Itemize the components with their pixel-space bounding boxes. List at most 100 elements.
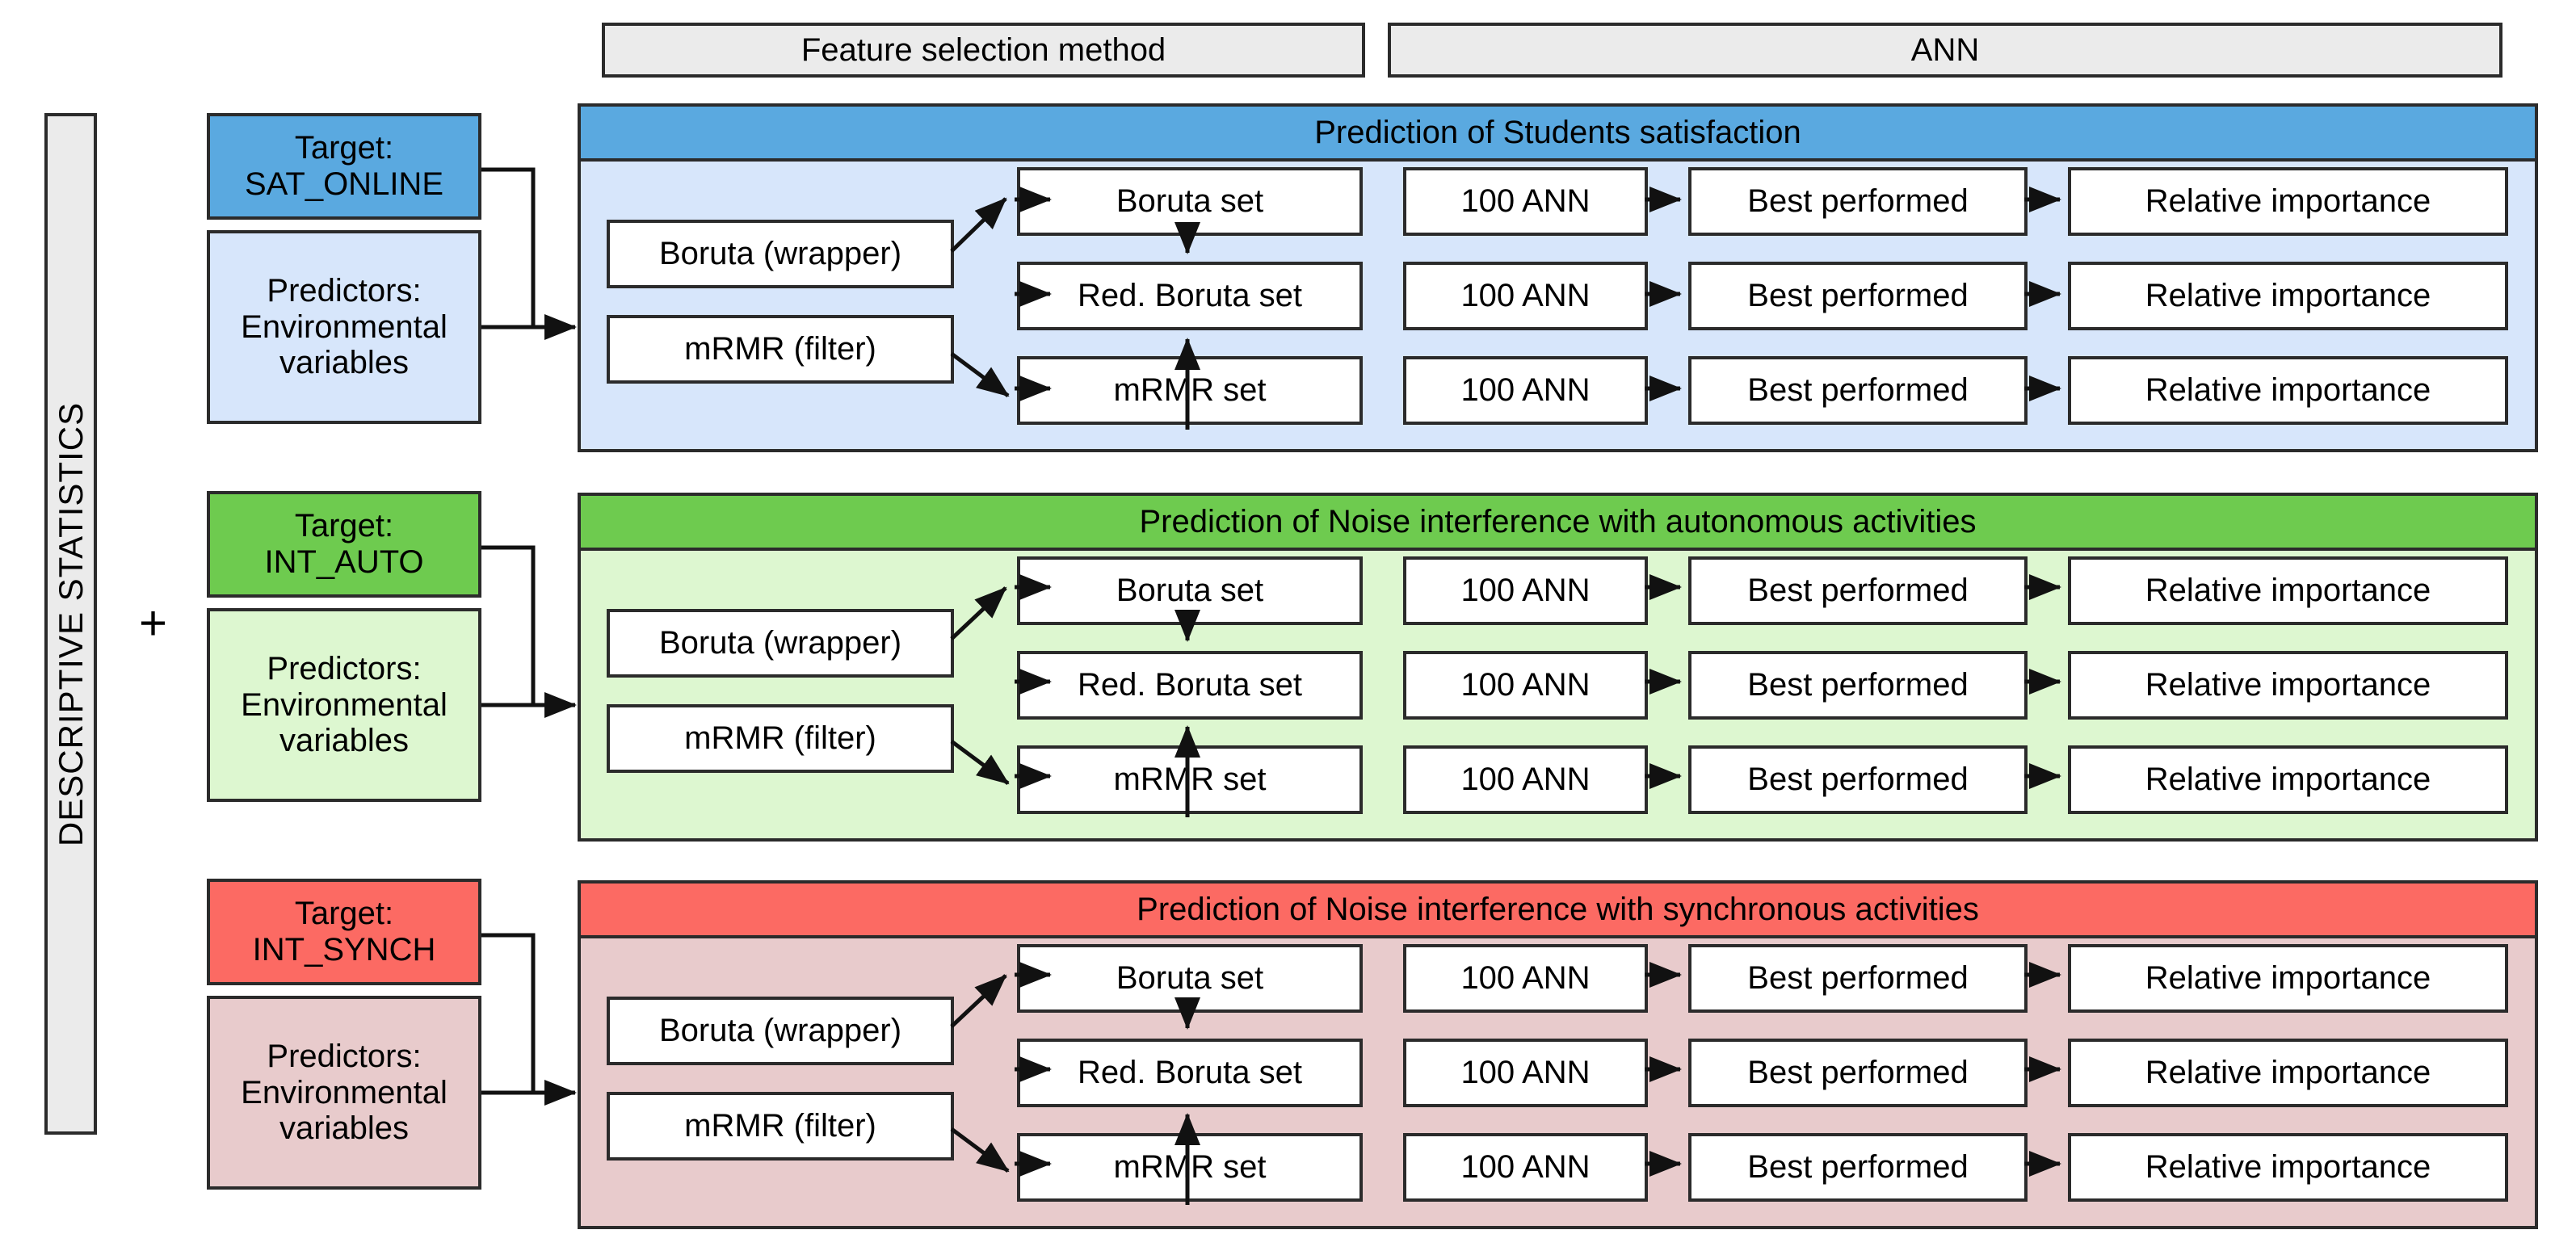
ann-box-row2-int-auto: 100 ANN <box>1403 651 1648 720</box>
ann-label: 100 ANN <box>1460 762 1591 798</box>
target-box-text: Target:INT_AUTO <box>264 508 424 580</box>
best-label: Best performed <box>1747 667 1969 703</box>
panel-title-int-auto: Prediction of Noise interference with au… <box>581 496 2535 551</box>
set-box-mrmr-set-sat-online: mRMR set <box>1017 356 1363 425</box>
set-label: Boruta set <box>1116 573 1264 609</box>
ann-box-row3-int-synch: 100 ANN <box>1403 1133 1648 1202</box>
best-box-row1-int-synch: Best performed <box>1688 944 2028 1013</box>
target-box-text: Target:SAT_ONLINE <box>245 130 443 202</box>
method-label: mRMR (filter) <box>684 1108 876 1144</box>
predictors-box-int-synch: Predictors: Environmental variables <box>207 996 481 1190</box>
best-box-row2-int-auto: Best performed <box>1688 651 2028 720</box>
plus-symbol: + <box>139 596 168 650</box>
ann-box-row2-int-synch: 100 ANN <box>1403 1039 1648 1107</box>
ann-box-row3-int-auto: 100 ANN <box>1403 745 1648 814</box>
importance-label: Relative importance <box>2145 573 2431 609</box>
ann-box-row1-sat-online: 100 ANN <box>1403 167 1648 236</box>
predictors-box-text: Predictors: Environmental variables <box>241 650 448 759</box>
set-label: Red. Boruta set <box>1078 667 1302 703</box>
set-label: mRMR set <box>1113 1149 1267 1186</box>
importance-box-row1-sat-online: Relative importance <box>2068 167 2508 236</box>
panel-title-label: Prediction of Students satisfaction <box>1314 114 1801 150</box>
method-box-mrmr-filter-int-synch: mRMR (filter) <box>607 1092 954 1161</box>
set-box-boruta-set-int-auto: Boruta set <box>1017 556 1363 625</box>
set-box-red-boruta-set-int-auto: Red. Boruta set <box>1017 651 1363 720</box>
importance-box-row3-int-synch: Relative importance <box>2068 1133 2508 1202</box>
ann-box-row1-int-auto: 100 ANN <box>1403 556 1648 625</box>
ann-label: 100 ANN <box>1460 372 1591 409</box>
best-label: Best performed <box>1747 762 1969 798</box>
ann-label: 100 ANN <box>1460 183 1591 220</box>
column-header-ann: ANN <box>1388 23 2502 78</box>
importance-label: Relative importance <box>2145 762 2431 798</box>
panel-int-auto: Prediction of Noise interference with au… <box>578 493 2538 842</box>
best-label: Best performed <box>1747 1055 1969 1091</box>
panel-int-synch: Prediction of Noise interference with sy… <box>578 880 2538 1229</box>
set-label: Boruta set <box>1116 960 1264 997</box>
predictors-box-text: Predictors: Environmental variables <box>241 1038 448 1147</box>
importance-label: Relative importance <box>2145 278 2431 314</box>
set-label: Red. Boruta set <box>1078 1055 1302 1091</box>
importance-box-row3-int-auto: Relative importance <box>2068 745 2508 814</box>
ann-label: 100 ANN <box>1460 278 1591 314</box>
importance-box-row1-int-auto: Relative importance <box>2068 556 2508 625</box>
best-label: Best performed <box>1747 1149 1969 1186</box>
target-box-int-auto: Target:INT_AUTO <box>207 491 481 598</box>
descriptive-statistics-label: DESCRIPTIVE STATISTICS <box>51 401 90 846</box>
best-box-row1-int-auto: Best performed <box>1688 556 2028 625</box>
set-box-boruta-set-sat-online: Boruta set <box>1017 167 1363 236</box>
panel-title-int-synch: Prediction of Noise interference with sy… <box>581 884 2535 938</box>
method-label: Boruta (wrapper) <box>658 236 902 272</box>
column-header-label: ANN <box>1910 31 1980 68</box>
importance-label: Relative importance <box>2145 183 2431 220</box>
ann-label: 100 ANN <box>1460 960 1591 997</box>
ann-label: 100 ANN <box>1460 573 1591 609</box>
set-box-boruta-set-int-synch: Boruta set <box>1017 944 1363 1013</box>
set-box-mrmr-set-int-synch: mRMR set <box>1017 1133 1363 1202</box>
set-label: Boruta set <box>1116 183 1264 220</box>
panel-title-label: Prediction of Noise interference with sy… <box>1137 891 1979 927</box>
method-label: Boruta (wrapper) <box>658 625 902 661</box>
importance-box-row3-sat-online: Relative importance <box>2068 356 2508 425</box>
importance-box-row2-int-synch: Relative importance <box>2068 1039 2508 1107</box>
importance-label: Relative importance <box>2145 960 2431 997</box>
best-box-row3-int-auto: Best performed <box>1688 745 2028 814</box>
best-label: Best performed <box>1747 372 1969 409</box>
ann-label: 100 ANN <box>1460 667 1591 703</box>
panel-title-sat-online: Prediction of Students satisfaction <box>581 107 2535 162</box>
best-box-row3-int-synch: Best performed <box>1688 1133 2028 1202</box>
target-box-int-synch: Target:INT_SYNCH <box>207 879 481 985</box>
column-header-feature-selection-method: Feature selection method <box>602 23 1365 78</box>
best-label: Best performed <box>1747 573 1969 609</box>
ann-box-row1-int-synch: 100 ANN <box>1403 944 1648 1013</box>
target-box-sat-online: Target:SAT_ONLINE <box>207 113 481 220</box>
importance-label: Relative importance <box>2145 1055 2431 1091</box>
ann-box-row2-sat-online: 100 ANN <box>1403 262 1648 330</box>
column-header-label: Feature selection method <box>801 31 1166 68</box>
importance-box-row2-sat-online: Relative importance <box>2068 262 2508 330</box>
best-box-row2-sat-online: Best performed <box>1688 262 2028 330</box>
importance-box-row1-int-synch: Relative importance <box>2068 944 2508 1013</box>
set-box-red-boruta-set-sat-online: Red. Boruta set <box>1017 262 1363 330</box>
method-box-boruta-wrapper-int-synch: Boruta (wrapper) <box>607 997 954 1065</box>
target-box-text: Target:INT_SYNCH <box>252 896 436 967</box>
predictors-box-sat-online: Predictors: Environmental variables <box>207 230 481 424</box>
best-box-row1-sat-online: Best performed <box>1688 167 2028 236</box>
method-label: mRMR (filter) <box>684 331 876 367</box>
importance-label: Relative importance <box>2145 1149 2431 1186</box>
set-label: mRMR set <box>1113 762 1267 798</box>
descriptive-statistics-bar: DESCRIPTIVE STATISTICS <box>44 113 97 1135</box>
method-box-mrmr-filter-int-auto: mRMR (filter) <box>607 704 954 773</box>
best-label: Best performed <box>1747 183 1969 220</box>
method-box-boruta-wrapper-int-auto: Boruta (wrapper) <box>607 609 954 678</box>
set-box-mrmr-set-int-auto: mRMR set <box>1017 745 1363 814</box>
panel-title-label: Prediction of Noise interference with au… <box>1139 503 1977 539</box>
importance-label: Relative importance <box>2145 372 2431 409</box>
best-label: Best performed <box>1747 960 1969 997</box>
ann-label: 100 ANN <box>1460 1149 1591 1186</box>
importance-box-row2-int-auto: Relative importance <box>2068 651 2508 720</box>
importance-label: Relative importance <box>2145 667 2431 703</box>
ann-box-row3-sat-online: 100 ANN <box>1403 356 1648 425</box>
predictors-box-int-auto: Predictors: Environmental variables <box>207 608 481 802</box>
best-box-row2-int-synch: Best performed <box>1688 1039 2028 1107</box>
